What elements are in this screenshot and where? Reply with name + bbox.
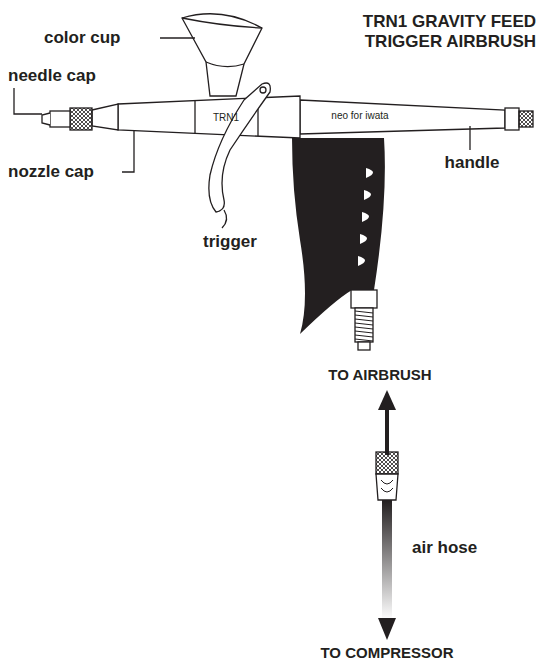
leader-line [222,210,227,228]
grip-fitting [351,290,377,308]
grip [292,138,385,334]
nozzle-cap [70,108,92,130]
part-label: handle [445,153,500,173]
trigger [209,83,270,212]
part-label: color cup [44,28,121,48]
needle-cap [50,111,70,127]
thread-fitting [355,308,373,342]
part-label: needle cap [8,66,96,86]
part-label: air hose [412,538,477,558]
leader-line [14,88,42,114]
leader-line [469,126,470,150]
leader-line [122,130,134,172]
front-body [92,104,118,130]
part-label: nozzle cap [8,162,94,182]
leader-line [160,37,195,38]
handle [300,100,505,134]
handle-end [505,108,519,130]
diagram-title: TRN1 GRAVITY FEED TRIGGER AIRBRUSH [321,12,536,53]
connection-label: TO COMPRESSOR [320,644,453,661]
color-cup [182,14,262,96]
model-marking: TRN1 [213,112,239,123]
connection-label: TO AIRBRUSH [328,366,431,383]
air-hose [376,390,398,640]
part-label: trigger [203,232,257,252]
body [118,96,300,138]
handle-fitting [519,111,533,127]
brand-logo: neo for iwata [331,110,388,121]
